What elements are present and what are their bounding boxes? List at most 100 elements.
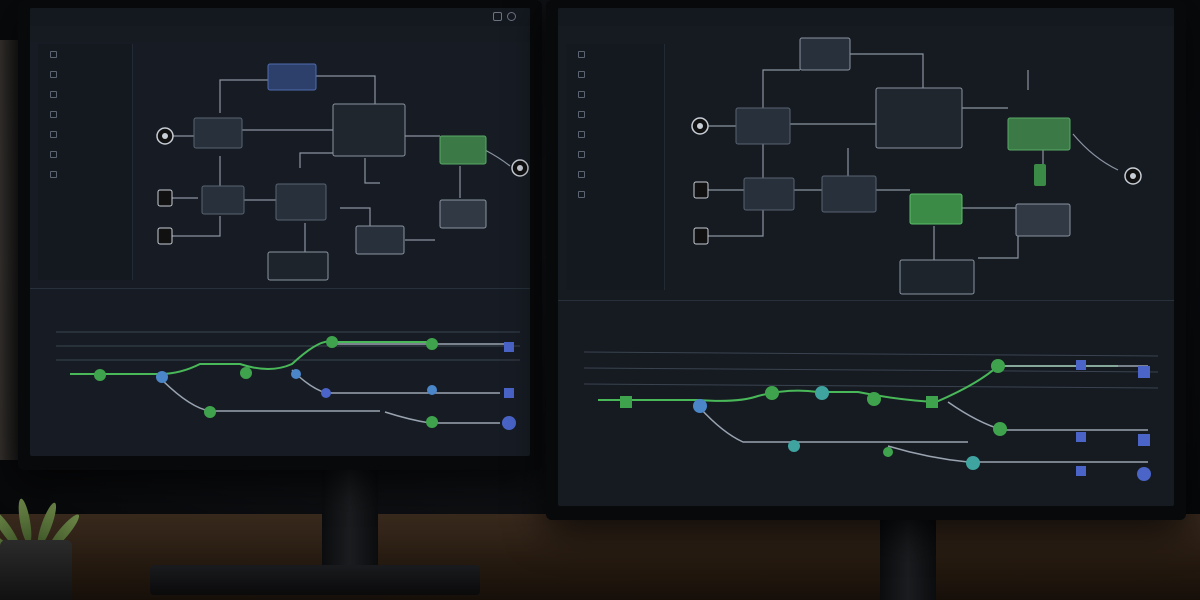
right-workflow-diagram [583, 37, 1159, 481]
timeline-node[interactable] [326, 336, 338, 348]
connector [364, 158, 380, 184]
process-node[interactable] [267, 63, 317, 91]
left-screen [30, 8, 530, 456]
timeline-node[interactable] [693, 399, 707, 413]
menu-icon [578, 50, 585, 58]
timeline-track-green [70, 340, 430, 375]
menu-icon [50, 130, 57, 138]
start-node-dot [162, 133, 168, 139]
timeline-node[interactable] [815, 386, 829, 400]
sidebar-item[interactable] [566, 144, 664, 164]
timeline-end-marker[interactable] [1137, 467, 1151, 481]
process-node[interactable] [332, 103, 406, 157]
sidebar-item[interactable] [38, 64, 132, 84]
process-node[interactable] [275, 183, 327, 221]
connector [219, 79, 268, 113]
timeline-node[interactable] [240, 367, 252, 379]
timeline-end-marker[interactable] [504, 342, 514, 352]
input-node[interactable] [693, 227, 709, 245]
sidebar-item[interactable] [566, 84, 664, 104]
process-node[interactable] [735, 107, 791, 145]
sidebar-item[interactable] [566, 104, 664, 124]
sidebar-item[interactable] [566, 184, 664, 204]
menu-icon [50, 170, 57, 178]
sidebar-item[interactable] [566, 124, 664, 144]
process-node[interactable] [439, 135, 487, 165]
sidebar-item[interactable] [38, 124, 132, 144]
timeline-node[interactable] [620, 396, 632, 408]
timeline-track [947, 401, 1148, 431]
timeline-node[interactable] [1076, 432, 1086, 442]
timeline-node[interactable] [966, 456, 980, 470]
process-node[interactable] [743, 177, 795, 211]
process-node[interactable] [201, 185, 245, 215]
timeline-node[interactable] [1076, 466, 1086, 476]
timeline-node[interactable] [94, 369, 106, 381]
timeline-node[interactable] [426, 416, 438, 428]
process-node[interactable] [1015, 203, 1071, 237]
timeline-node[interactable] [321, 388, 331, 398]
timeline-node[interactable] [427, 385, 437, 395]
process-node[interactable] [899, 259, 975, 295]
menu-icon [50, 70, 57, 78]
process-node[interactable] [193, 117, 243, 149]
timeline-track [699, 407, 968, 443]
timeline-node[interactable] [156, 371, 168, 383]
process-node[interactable] [355, 225, 405, 255]
gridline [583, 367, 1159, 373]
timeline-end-marker[interactable] [502, 416, 516, 430]
sidebar-item[interactable] [38, 84, 132, 104]
process-node[interactable] [875, 87, 963, 149]
right-subbar [558, 26, 1174, 42]
timeline-node[interactable] [788, 440, 800, 452]
timeline-node[interactable] [426, 338, 438, 350]
left-monitor [18, 0, 542, 470]
menu-icon [578, 190, 585, 198]
process-node[interactable] [1034, 164, 1046, 186]
connector [850, 53, 924, 88]
gridline [583, 351, 1159, 357]
timeline-node[interactable] [991, 359, 1005, 373]
process-node[interactable] [1007, 117, 1071, 151]
sidebar-item[interactable] [38, 44, 132, 64]
timeline-track [887, 445, 1148, 463]
input-node[interactable] [693, 181, 709, 199]
timeline-node[interactable] [867, 392, 881, 406]
timeline-end-marker[interactable] [504, 388, 514, 398]
input-node[interactable] [157, 227, 173, 245]
timeline-nodes [620, 359, 1151, 481]
sidebar-item[interactable] [38, 144, 132, 164]
window-icon[interactable] [493, 12, 502, 21]
timeline-node[interactable] [291, 369, 301, 379]
timeline-node[interactable] [993, 422, 1007, 436]
sidebar-item[interactable] [566, 64, 664, 84]
input-node[interactable] [157, 189, 173, 207]
right-monitor-stand [880, 510, 936, 600]
settings-icon[interactable] [507, 12, 516, 21]
end-node-dot [517, 165, 523, 171]
timeline-nodes [94, 336, 516, 430]
pane-divider [558, 300, 1174, 301]
timeline-node[interactable] [204, 406, 216, 418]
left-workflow-diagram [56, 63, 529, 430]
end-node-dot [1130, 173, 1136, 179]
timeline-node[interactable] [1076, 360, 1086, 370]
process-node[interactable] [821, 175, 877, 213]
timeline-node[interactable] [765, 386, 779, 400]
sidebar-item[interactable] [38, 104, 132, 124]
menu-icon [50, 50, 57, 58]
sidebar-item[interactable] [566, 164, 664, 184]
connector [170, 216, 221, 237]
sidebar-item[interactable] [38, 164, 132, 184]
timeline-node[interactable] [883, 447, 893, 457]
process-node[interactable] [439, 199, 487, 229]
timeline-node[interactable] [926, 396, 938, 408]
menu-icon [578, 110, 585, 118]
menu-icon [578, 90, 585, 98]
sidebar-item[interactable] [566, 44, 664, 64]
timeline-end-marker[interactable] [1138, 434, 1150, 446]
process-node[interactable] [909, 193, 963, 225]
process-node[interactable] [799, 37, 851, 71]
timeline-end-marker[interactable] [1138, 366, 1150, 378]
process-node[interactable] [267, 251, 329, 281]
